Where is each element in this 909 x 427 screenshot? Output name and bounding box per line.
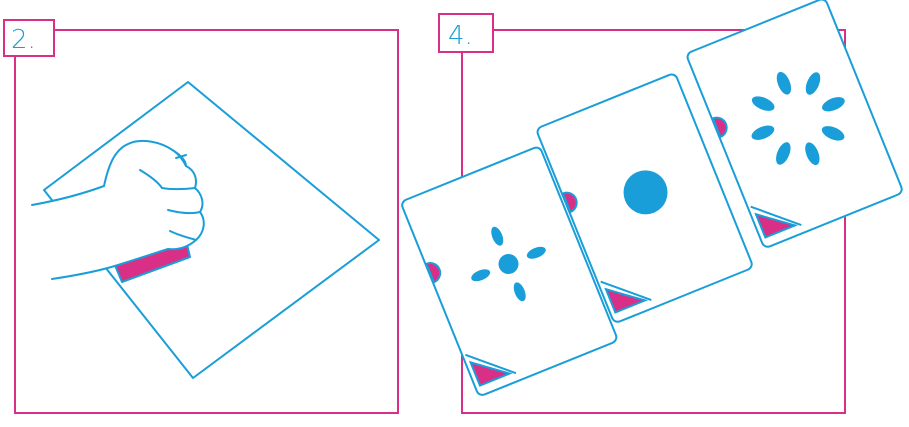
step-label: 2. <box>11 25 36 55</box>
step-label: 4. <box>448 21 473 51</box>
panel-step-2: 2. <box>4 20 398 413</box>
panel-step-4: 4. <box>400 0 903 413</box>
